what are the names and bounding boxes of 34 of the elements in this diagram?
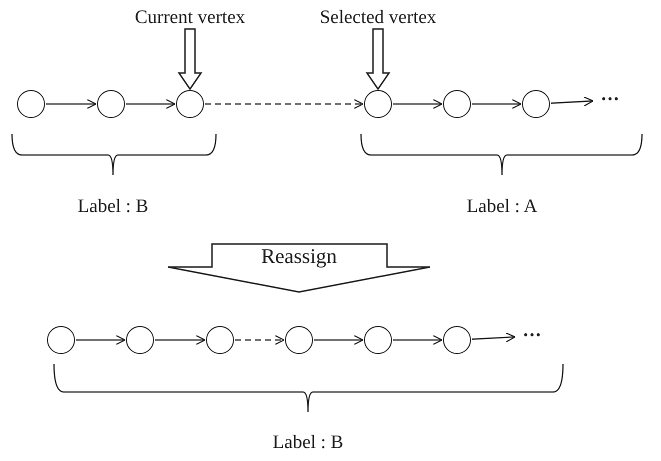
arrow bbox=[472, 98, 522, 110]
arrow bbox=[393, 98, 443, 110]
node-label: Reassign bbox=[261, 245, 337, 267]
arrow bbox=[46, 98, 97, 110]
vertex-circle bbox=[176, 90, 204, 118]
group-label: Label : A bbox=[466, 196, 538, 218]
group-label: Label : B bbox=[78, 196, 148, 218]
arrow bbox=[126, 98, 176, 110]
arrow bbox=[314, 334, 364, 346]
vertex-circle bbox=[522, 90, 550, 118]
arrow bbox=[550, 96, 594, 106]
vertex-circle bbox=[126, 326, 154, 354]
vertex-circle bbox=[364, 326, 392, 354]
ellipsis-text: ··· bbox=[515, 325, 549, 347]
ellipsis-text: ··· bbox=[593, 89, 627, 111]
hollow-arrow bbox=[366, 28, 390, 90]
node-label: Current vertex bbox=[125, 7, 255, 29]
vertex-circle bbox=[443, 90, 471, 118]
arrow bbox=[472, 332, 516, 342]
vertex-circle bbox=[47, 326, 75, 354]
vertex-circle bbox=[285, 326, 313, 354]
hollow-arrow bbox=[178, 28, 202, 90]
vertex-circle bbox=[364, 90, 392, 118]
group-label: Label : B bbox=[272, 432, 344, 454]
node-label: Selected vertex bbox=[308, 7, 448, 29]
vertex-circle bbox=[206, 326, 234, 354]
arrow bbox=[76, 334, 126, 346]
arrow bbox=[205, 98, 364, 110]
vertex-circle bbox=[97, 90, 125, 118]
vertex-circle bbox=[17, 90, 45, 118]
arrow bbox=[155, 334, 206, 346]
vertex-circle bbox=[443, 326, 471, 354]
arrow bbox=[235, 334, 285, 346]
arrow bbox=[393, 334, 443, 346]
